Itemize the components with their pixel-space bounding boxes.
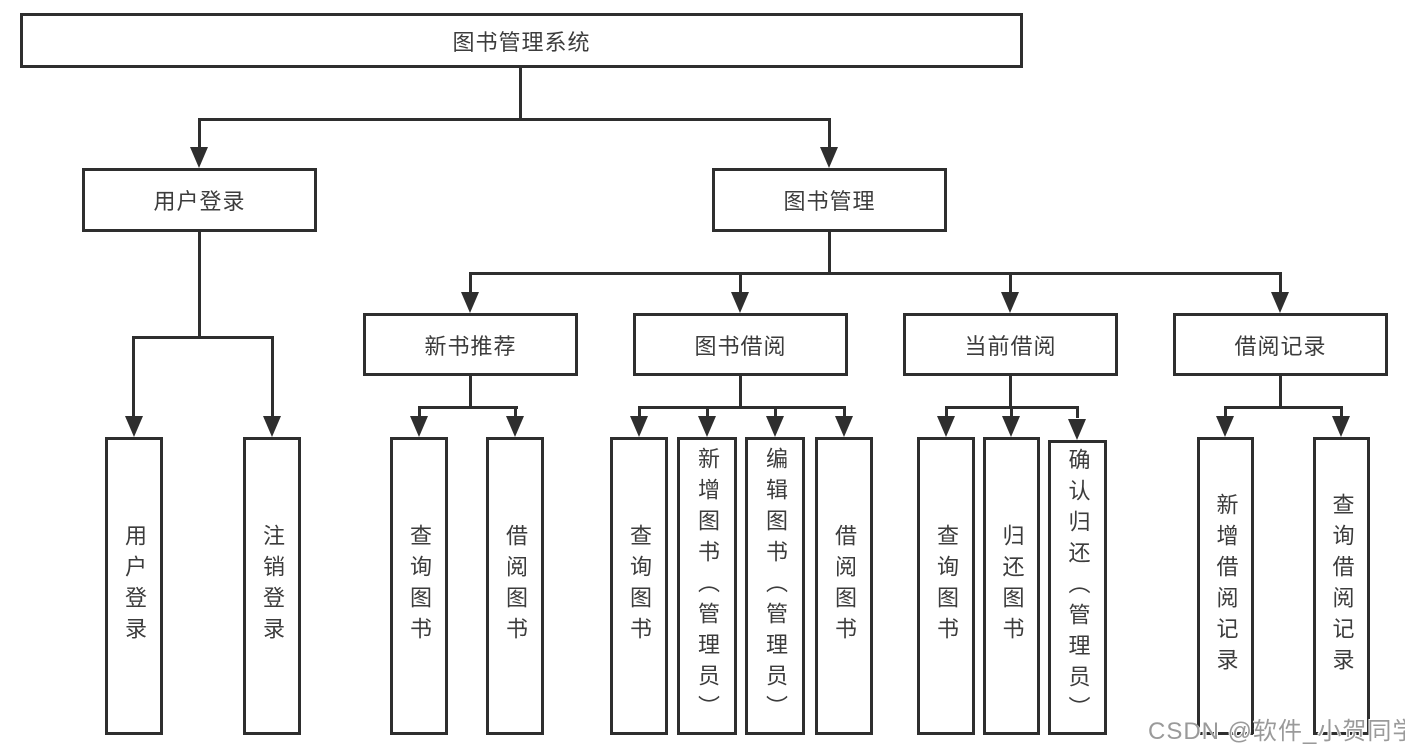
node-query-books-recommend: 查询图书 (390, 437, 448, 735)
arrow-to-add-book-admin (698, 416, 716, 437)
node-borrow-records: 借阅记录 (1173, 313, 1388, 376)
node-borrow-records-label: 借阅记录 (1234, 333, 1327, 359)
csdn-watermark: CSDN @软件_小贺同学 (1148, 718, 1405, 745)
connector-mgmt-drop-1 (469, 272, 472, 296)
arrow-to-return-book (1002, 416, 1020, 437)
arrow-to-current-borrow (1001, 292, 1019, 313)
node-borrow-books-recommend-label: 借阅图书 (503, 524, 528, 648)
node-current-borrow-label: 当前借阅 (964, 333, 1057, 359)
connector-records-stem (1279, 376, 1282, 409)
node-user-login-label: 用户登录 (153, 189, 246, 214)
connector-recommend-bar (418, 406, 518, 409)
node-borrow-books-borrow-label: 借阅图书 (832, 524, 857, 648)
arrow-to-query-books-recommend (410, 416, 428, 437)
connector-records-bar (1224, 406, 1343, 409)
node-new-book-recommend-label: 新书推荐 (424, 333, 517, 359)
node-query-books-borrow: 查询图书 (610, 437, 668, 735)
connector-borrow-bar (638, 406, 846, 409)
connector-borrow-drop-1 (638, 406, 641, 418)
connector-login-drop-1 (132, 336, 135, 420)
node-return-book: 归还图书 (983, 437, 1040, 735)
node-book-borrow: 图书借阅 (633, 313, 848, 376)
node-current-borrow: 当前借阅 (903, 313, 1118, 376)
connector-root-drop-left (198, 118, 201, 151)
arrow-to-borrow-books-recommend (506, 416, 524, 437)
node-logout-action: 注销登录 (243, 437, 301, 735)
arrow-to-book-borrow (731, 292, 749, 313)
node-user-login: 用户登录 (82, 168, 317, 232)
connector-login-stem (198, 232, 201, 339)
node-edit-book-admin-label: 编辑图书（管理员） (763, 446, 788, 726)
connector-root-drop-right (828, 118, 831, 151)
connector-current-stem (1009, 376, 1012, 409)
node-new-book-recommend: 新书推荐 (363, 313, 578, 376)
arrow-to-query-borrow-record (1332, 416, 1350, 437)
node-query-books-current: 查询图书 (917, 437, 975, 735)
node-borrow-books-borrow: 借阅图书 (815, 437, 873, 735)
node-add-borrow-record: 新增借阅记录 (1197, 437, 1254, 735)
connector-records-drop-1 (1224, 406, 1227, 418)
connector-root-bar (198, 118, 831, 121)
node-library-system-label: 图书管理系统 (452, 29, 591, 55)
connector-borrow-drop-3 (774, 406, 777, 418)
arrow-to-edit-book-admin (766, 416, 784, 437)
connector-borrow-drop-2 (706, 406, 709, 418)
node-user-login-action: 用户登录 (105, 437, 163, 735)
node-add-book-admin: 新增图书（管理员） (677, 437, 737, 735)
node-logout-action-label: 注销登录 (260, 524, 285, 648)
connector-current-drop-1 (945, 406, 948, 418)
connector-login-bar (133, 336, 274, 339)
arrow-to-borrow-books-borrow (835, 416, 853, 437)
arrow-to-confirm-return-admin (1068, 419, 1086, 440)
arrow-to-borrow-records (1271, 292, 1289, 313)
connector-mgmt-drop-4 (1279, 272, 1282, 296)
node-query-books-current-label: 查询图书 (934, 524, 959, 648)
node-query-books-borrow-label: 查询图书 (627, 524, 652, 648)
arrow-to-user-login (190, 147, 208, 168)
node-confirm-return-admin-label: 确认归还（管理员） (1065, 448, 1091, 727)
connector-login-drop-2 (271, 336, 274, 420)
connector-mgmt-stem (828, 232, 831, 275)
connector-mgmt-bar (469, 272, 1282, 275)
arrow-to-query-books-current (937, 416, 955, 437)
arrow-to-book-management (820, 147, 838, 168)
node-book-borrow-label: 图书借阅 (694, 333, 787, 359)
connector-root-stem (519, 68, 522, 121)
connector-mgmt-drop-2 (739, 272, 742, 296)
connector-current-drop-3 (1076, 406, 1079, 418)
node-user-login-action-label: 用户登录 (122, 524, 147, 648)
arrow-to-new-book-recommend (461, 292, 479, 313)
connector-recommend-drop-1 (418, 406, 421, 418)
connector-current-drop-2 (1010, 406, 1013, 418)
connector-borrow-stem (739, 376, 742, 409)
node-library-system: 图书管理系统 (20, 13, 1023, 68)
connector-records-drop-2 (1340, 406, 1343, 418)
node-confirm-return-admin: 确认归还（管理员） (1048, 440, 1107, 735)
node-query-borrow-record: 查询借阅记录 (1313, 437, 1370, 735)
node-add-book-admin-label: 新增图书（管理员） (695, 446, 720, 726)
node-query-borrow-record-label: 查询借阅记录 (1329, 493, 1355, 679)
connector-mgmt-drop-3 (1009, 272, 1012, 296)
node-add-borrow-record-label: 新增借阅记录 (1213, 493, 1239, 679)
arrow-to-user-login-action (125, 416, 143, 437)
connector-borrow-drop-4 (843, 406, 846, 418)
node-book-management-label: 图书管理 (783, 189, 876, 214)
connector-recommend-stem (469, 376, 472, 409)
arrow-to-logout-action (263, 416, 281, 437)
node-query-books-recommend-label: 查询图书 (407, 524, 432, 648)
node-book-management: 图书管理 (712, 168, 947, 232)
arrow-to-add-borrow-record (1216, 416, 1234, 437)
arrow-to-query-books-borrow (630, 416, 648, 437)
connector-recommend-drop-2 (514, 406, 517, 418)
node-edit-book-admin: 编辑图书（管理员） (745, 437, 805, 735)
node-borrow-books-recommend: 借阅图书 (486, 437, 544, 735)
node-return-book-label: 归还图书 (999, 524, 1025, 648)
